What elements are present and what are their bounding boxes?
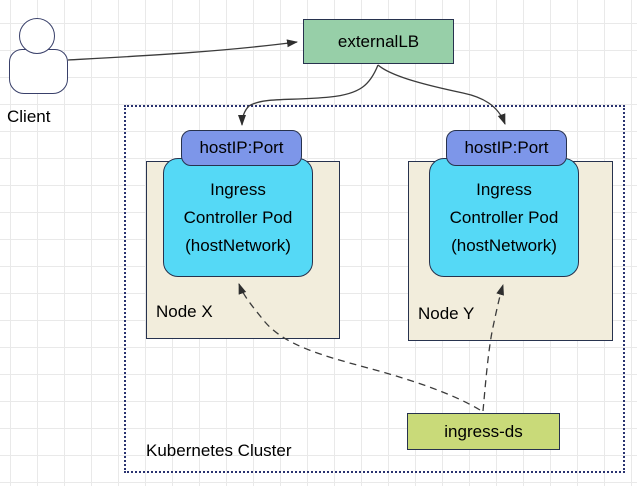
ingress-ds-label: ingress-ds — [444, 421, 523, 441]
external-lb-node: externalLB — [303, 19, 454, 64]
client-label: Client — [7, 107, 51, 126]
node-y-label: Node Y — [418, 304, 475, 323]
pod-y-line3: (hostNetwork) — [451, 235, 557, 255]
pod-y-line1: Ingress — [476, 179, 532, 199]
node-x-label: Node X — [156, 302, 213, 321]
cluster-label: Kubernetes Cluster — [146, 441, 292, 460]
arrow-client-to-external-lb — [67, 39, 298, 61]
ingress-ds-node: ingress-ds — [407, 413, 560, 450]
host-port-x-label: hostIP:Port — [199, 138, 284, 157]
pod-x-line3: (hostNetwork) — [185, 235, 291, 255]
client-actor-head-icon — [19, 18, 55, 54]
host-port-badge-node-y: hostIP:Port — [446, 130, 567, 166]
host-port-y-label: hostIP:Port — [464, 138, 549, 157]
external-lb-label: externalLB — [337, 31, 420, 51]
ingress-controller-pod-node-y: Ingress Controller Pod (hostNetwork) — [429, 158, 579, 277]
pod-x-line1: Ingress — [210, 179, 266, 199]
pod-x-line2: Controller Pod — [183, 207, 293, 227]
pod-y-line2: Controller Pod — [449, 207, 559, 227]
ingress-controller-pod-node-x: Ingress Controller Pod (hostNetwork) — [163, 158, 313, 277]
host-port-badge-node-x: hostIP:Port — [181, 130, 302, 166]
client-actor-body-icon — [9, 49, 68, 94]
